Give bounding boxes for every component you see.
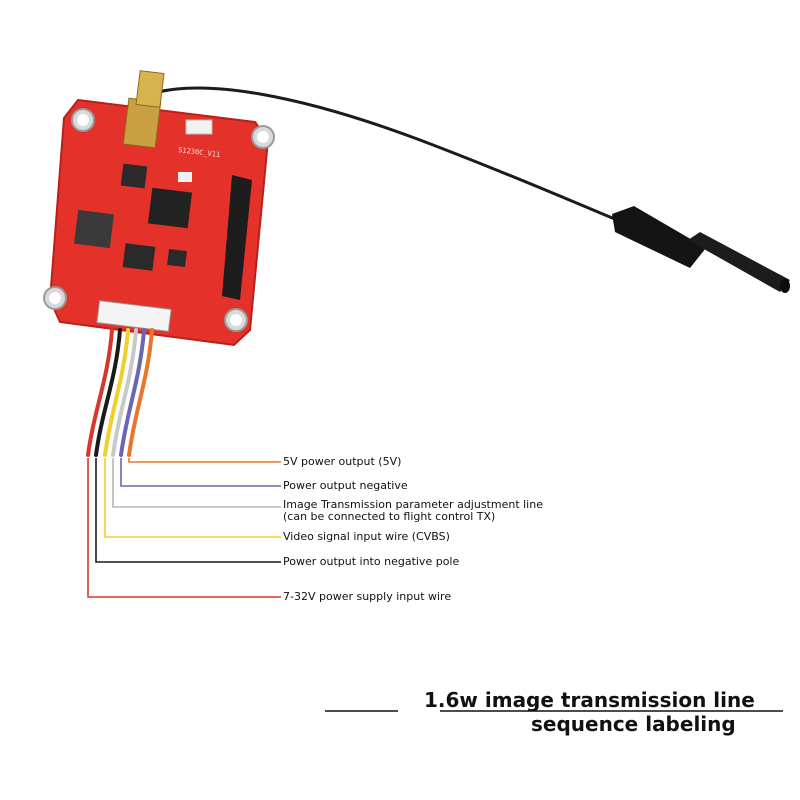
leader-line bbox=[95, 458, 281, 563]
caption-line-1: 1.6w image transmission line bbox=[424, 688, 755, 712]
wire-label-5v-output: 5V power output (5V) bbox=[283, 455, 402, 468]
wire-label-video-input: Video signal input wire (CVBS) bbox=[283, 530, 450, 543]
leader-line bbox=[120, 458, 281, 487]
wire-strand bbox=[119, 328, 146, 457]
caption-line-2: sequence labeling bbox=[531, 712, 736, 736]
wire-label-output-negative: Power output negative bbox=[283, 479, 408, 492]
wire-label-param-adjust-line1: Image Transmission parameter adjustment … bbox=[283, 498, 543, 511]
leader-line bbox=[104, 458, 281, 538]
vtx-board: S1230C_V11 bbox=[43, 70, 275, 347]
wire-label-param-adjust-line2: (can be connected to flight control TX) bbox=[283, 510, 496, 523]
antenna-cable bbox=[157, 86, 623, 224]
antenna-tip bbox=[612, 206, 790, 293]
leader-line bbox=[128, 458, 281, 463]
wire-label-power-input: 7-32V power supply input wire bbox=[283, 590, 452, 603]
wire-strand bbox=[111, 328, 138, 457]
leader-lines bbox=[87, 458, 281, 598]
wire-strand bbox=[127, 328, 154, 457]
wire-strand bbox=[86, 328, 114, 457]
wire-label-negative-pole: Power output into negative pole bbox=[283, 555, 460, 568]
wire-label-param-adjust: Image Transmission parameter adjustment … bbox=[283, 499, 543, 523]
wire-strand bbox=[103, 328, 130, 457]
wire-bundle bbox=[86, 328, 154, 457]
leader-line bbox=[87, 458, 281, 598]
wire-strand bbox=[94, 328, 122, 457]
leader-line bbox=[112, 458, 281, 508]
